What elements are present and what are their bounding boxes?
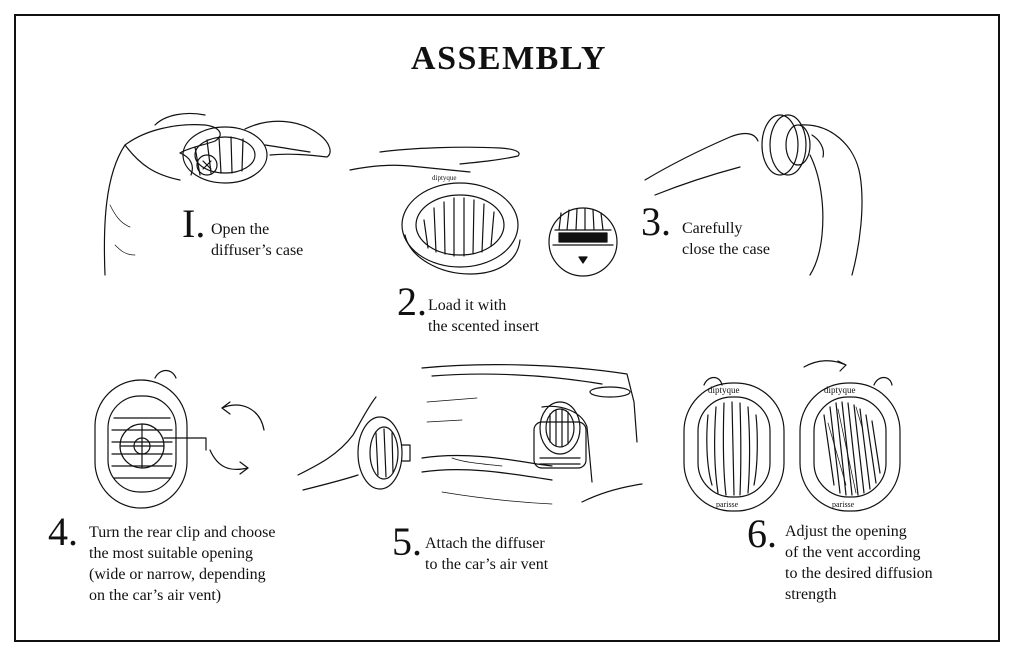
car-dashboard-illustration [421,364,643,505]
vent-opening-illustration: diptyque diptyque parisse parisse [683,360,901,512]
rear-clip-illustration [94,369,265,509]
hands-closing-case-illustration [644,114,863,276]
step-2-number: 2. [397,279,427,324]
step-6-number: 6. [747,511,777,556]
step-3-text: Carefully close the case [682,220,770,258]
step-4-number: 4. [48,509,78,554]
svg-text:parisse: parisse [832,500,855,509]
hand-loading-insert-illustration: diptyque [349,146,521,275]
step-1-text: Open the diffuser’s case [211,221,304,259]
page-title: ASSEMBLY [411,40,607,77]
step-5-number: 5. [392,519,422,564]
border-frame [14,14,1000,642]
step-5-text: Attach the diffuser to the car’s air ven… [425,535,549,573]
svg-text:parisse: parisse [716,500,739,509]
svg-text:diptyque: diptyque [824,385,856,395]
step-2-text: Load it with the scented insert [428,297,540,335]
svg-text:diptyque: diptyque [432,174,457,182]
svg-text:diptyque: diptyque [708,385,740,395]
hands-opening-case-illustration [103,112,331,276]
step-1-number: I. [182,201,206,246]
hand-holding-diffuser-illustration [297,396,411,491]
step-3-number: 3. [641,199,671,244]
step-6-text: Adjust the opening of the vent according… [785,523,933,603]
step-4-text: Turn the rear clip and choose the most s… [89,524,276,604]
scented-insert-ball-illustration [548,207,618,277]
